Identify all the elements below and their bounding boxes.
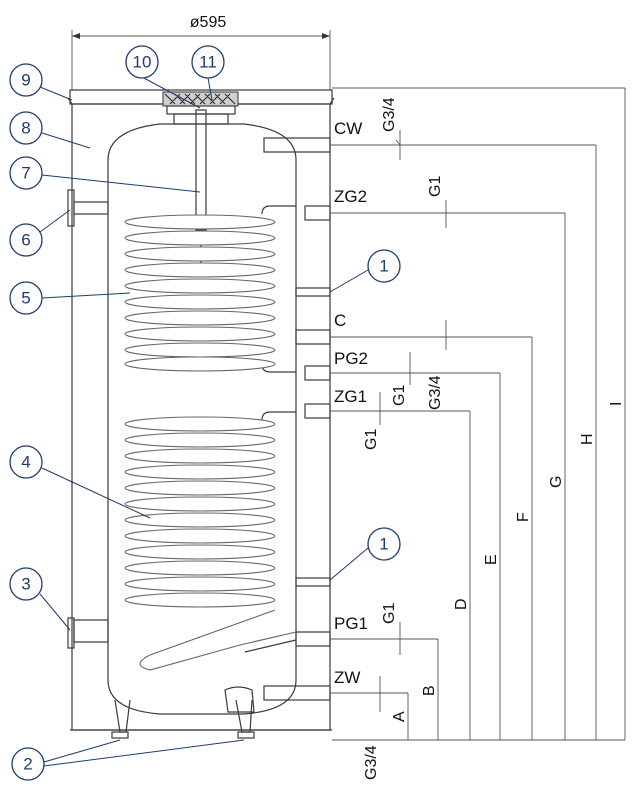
callout-1-upper: 1 xyxy=(367,249,401,283)
label-pg1: PG1 xyxy=(334,614,368,633)
diameter-dimension: ø595 xyxy=(71,14,331,90)
legs xyxy=(111,686,255,739)
pipe-stubs xyxy=(263,137,446,701)
thread-pg1: G1 xyxy=(381,603,398,624)
flange-6 xyxy=(67,189,109,227)
top-cover xyxy=(162,91,239,125)
svg-text:8: 8 xyxy=(21,119,30,138)
label-c: C xyxy=(334,311,346,330)
thread-cw: G3/4 xyxy=(381,97,398,132)
svg-text:9: 9 xyxy=(21,71,30,90)
callout-6: 6 xyxy=(9,223,43,257)
dim-d: D xyxy=(453,598,470,610)
upper-coil xyxy=(124,205,296,373)
dim-g: G xyxy=(548,476,565,488)
diameter-label: ø595 xyxy=(190,14,227,31)
callout-4: 4 xyxy=(9,445,43,479)
svg-text:11: 11 xyxy=(199,53,217,72)
callout-1-lower: 1 xyxy=(367,527,401,561)
dimension-lines xyxy=(332,87,626,741)
thread-zw: G3/4 xyxy=(363,745,380,780)
inner-tank xyxy=(107,123,297,715)
dim-i: I xyxy=(608,402,625,406)
thread-pg2-a: G1 xyxy=(391,385,408,406)
label-pg2: PG2 xyxy=(334,349,368,368)
callout-3: 3 xyxy=(9,567,43,601)
svg-text:4: 4 xyxy=(21,453,30,472)
thread-zg1: G1 xyxy=(363,429,380,450)
svg-text:2: 2 xyxy=(23,755,32,774)
dim-b: B xyxy=(421,685,438,696)
callout-5: 5 xyxy=(9,281,43,315)
svg-text:5: 5 xyxy=(21,289,30,308)
dim-f: F xyxy=(515,512,532,522)
label-zw: ZW xyxy=(334,668,360,687)
thread-zg2: G1 xyxy=(427,176,444,197)
callout-leaders xyxy=(39,76,369,767)
callout-11: 11 xyxy=(191,45,225,79)
svg-text:7: 7 xyxy=(21,164,30,183)
dim-a: A xyxy=(391,711,408,722)
callout-2: 2 xyxy=(11,747,45,781)
svg-text:1: 1 xyxy=(379,535,388,554)
svg-text:1: 1 xyxy=(379,257,388,276)
callout-8: 8 xyxy=(9,111,43,145)
lower-coil xyxy=(124,411,297,671)
callout-7: 7 xyxy=(9,156,43,190)
dim-e: E xyxy=(483,554,500,565)
svg-text:3: 3 xyxy=(21,575,30,594)
callout-9: 9 xyxy=(9,63,43,97)
callout-10: 10 xyxy=(125,45,159,79)
svg-text:10: 10 xyxy=(133,53,152,72)
flange-3 xyxy=(67,617,109,649)
label-zg1: ZG1 xyxy=(334,387,367,406)
thread-pg2-b: G3/4 xyxy=(427,375,444,410)
label-zg2: ZG2 xyxy=(334,187,367,206)
dim-h: H xyxy=(579,433,596,445)
svg-text:6: 6 xyxy=(21,231,30,250)
label-cw: CW xyxy=(334,119,362,138)
